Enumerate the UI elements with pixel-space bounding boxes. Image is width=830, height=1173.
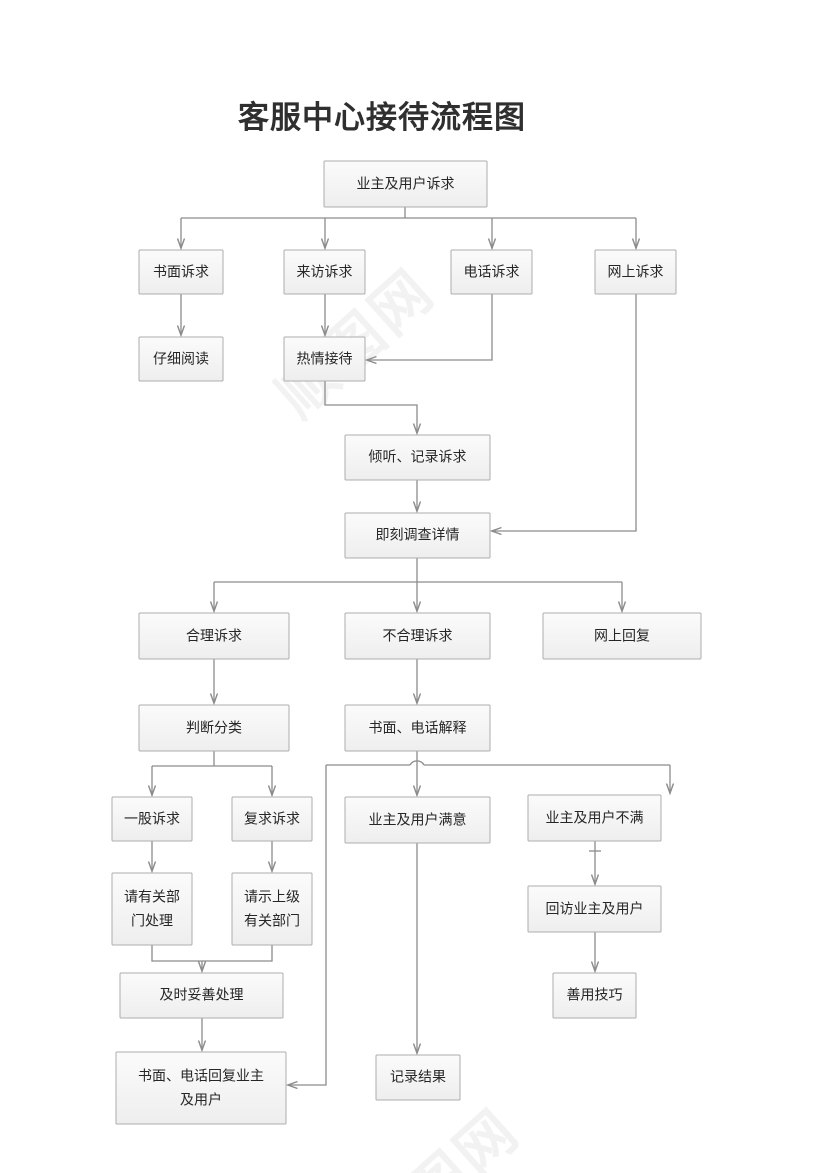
node-label: 一股诉求 xyxy=(124,811,180,827)
watermark-text-2: 顺图网 xyxy=(350,1097,532,1173)
page-title: 客服中心接待流程图 xyxy=(238,100,526,135)
node-label: 业主及用户诉求 xyxy=(357,176,455,192)
node-label: 书面诉求 xyxy=(153,264,209,280)
node-label: 热情接待 xyxy=(297,351,353,367)
node-合理诉求[interactable]: 合理诉求 xyxy=(138,612,290,660)
node-label: 回访业主及用户 xyxy=(546,901,644,917)
node-label: 业主及用户满意 xyxy=(369,812,467,828)
node-来访诉求[interactable]: 来访诉求 xyxy=(283,249,366,295)
node-label: 不合理诉求 xyxy=(383,628,453,644)
node-label-line2: 有关部门 xyxy=(244,913,300,929)
node-热情接待[interactable]: 热情接待 xyxy=(283,336,366,382)
node-label: 及时妥善处理 xyxy=(160,987,244,1003)
node-回访业主及用户[interactable]: 回访业主及用户 xyxy=(527,885,662,933)
node-电话诉求[interactable]: 电话诉求 xyxy=(450,249,533,295)
edge-n14-n24 xyxy=(288,765,327,1085)
edge-merge-n19-n20 xyxy=(151,945,273,962)
node-复求诉求[interactable]: 复求诉求 xyxy=(231,796,313,842)
node-label-line2: 及用户 xyxy=(180,1092,222,1108)
node-记录结果[interactable]: 记录结果 xyxy=(375,1054,461,1101)
node-书面诉求[interactable]: 书面诉求 xyxy=(138,249,224,295)
node-业主及用户满意[interactable]: 业主及用户满意 xyxy=(344,796,491,844)
node-不合理诉求[interactable]: 不合理诉求 xyxy=(344,612,491,660)
node-label: 网上诉求 xyxy=(608,264,664,280)
node-业主及用户不满[interactable]: 业主及用户不满 xyxy=(527,794,662,842)
edge-n7-n8 xyxy=(324,381,417,433)
edge-n4-n7 xyxy=(367,294,493,360)
node-及时妥善处理[interactable]: 及时妥善处理 xyxy=(119,972,284,1019)
nodes: 业主及用户诉求 书面诉求 来访诉求 电话诉求 网上诉求 仔细阅读 xyxy=(111,160,702,1125)
node-label: 即刻调查详情 xyxy=(376,527,460,543)
node-判断分类[interactable]: 判断分类 xyxy=(138,704,290,752)
node-label: 来访诉求 xyxy=(297,264,353,280)
node-书面电话回复业主及用户[interactable]: 书面、电话回复业主 及用户 xyxy=(115,1051,287,1125)
connectors xyxy=(152,207,670,1085)
node-label: 复求诉求 xyxy=(244,811,300,827)
node-label: 善用技巧 xyxy=(567,987,623,1003)
node-label: 倾听、记录诉求 xyxy=(369,449,467,465)
node-label-line1: 书面、电话回复业主 xyxy=(138,1068,264,1084)
node-label: 记录结果 xyxy=(390,1069,446,1085)
node-label: 仔细阅读 xyxy=(153,351,209,367)
node-书面电话解释[interactable]: 书面、电话解释 xyxy=(344,704,491,752)
node-label-line1: 请有关部 xyxy=(124,889,180,905)
node-label-line1: 请示上级 xyxy=(244,889,300,905)
node-label: 合理诉求 xyxy=(186,628,242,644)
node-即刻调查详情[interactable]: 即刻调查详情 xyxy=(344,512,491,559)
node-label: 判断分类 xyxy=(186,720,242,736)
node-善用技巧[interactable]: 善用技巧 xyxy=(552,972,637,1019)
node-请有关部门处理[interactable]: 请有关部 门处理 xyxy=(111,872,193,946)
node-label: 书面、电话解释 xyxy=(369,720,467,736)
node-label: 业主及用户不满 xyxy=(546,810,644,826)
node-网上回复[interactable]: 网上回复 xyxy=(542,612,702,660)
node-业主及用户诉求[interactable]: 业主及用户诉求 xyxy=(323,160,488,208)
node-网上诉求[interactable]: 网上诉求 xyxy=(594,249,677,295)
node-label-line2: 门处理 xyxy=(131,913,173,929)
node-倾听记录诉求[interactable]: 倾听、记录诉求 xyxy=(344,434,491,481)
node-一股诉求[interactable]: 一股诉求 xyxy=(111,796,193,842)
node-label: 网上回复 xyxy=(594,628,650,644)
node-仔细阅读[interactable]: 仔细阅读 xyxy=(138,336,224,382)
edge-n5-n9 xyxy=(492,294,637,531)
node-label: 电话诉求 xyxy=(464,264,520,280)
node-请示上级有关部门[interactable]: 请示上级 有关部门 xyxy=(231,872,313,946)
